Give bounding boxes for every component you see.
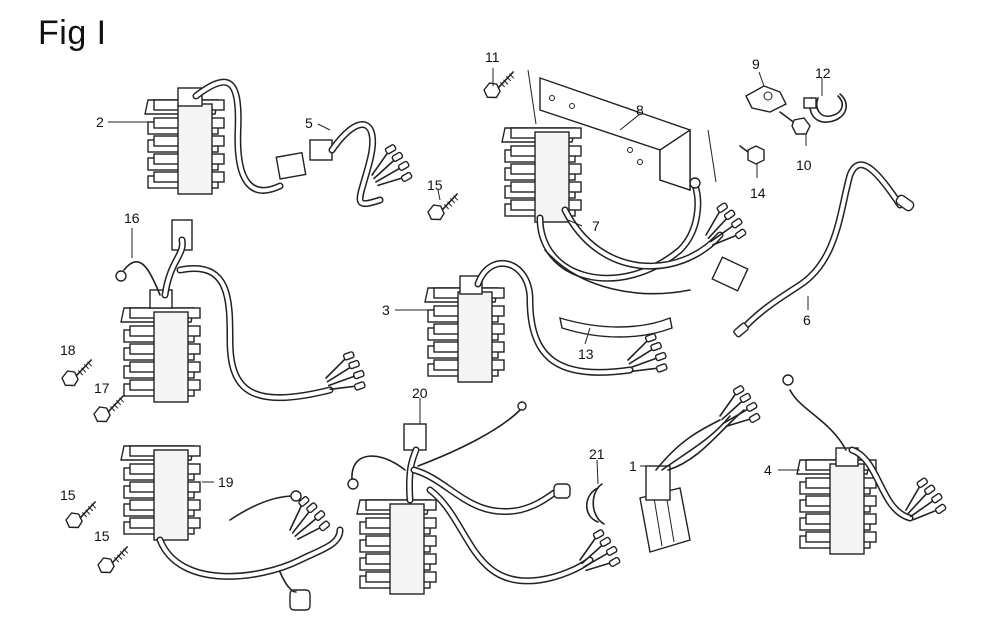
callout-9: 9 [752,56,760,72]
clip-part-21 [585,483,605,525]
callout-8: 8 [636,102,644,118]
screw-part-10 [779,111,811,135]
regulator-part-3 [424,260,672,383]
bolt-part-18 [59,359,99,390]
bolt-part-15-top [425,193,465,224]
callout-19: 19 [218,474,234,490]
callout-10: 10 [796,157,812,173]
callout-17: 17 [94,380,110,396]
regulator-part-2 [144,78,416,208]
clip-part-9 [745,85,787,113]
callout-13: 13 [578,346,594,362]
regulator-part-4 [782,374,950,555]
callout-15-top: 15 [427,177,443,193]
callout-1: 1 [629,458,637,474]
callout-5: 5 [305,115,313,131]
bolt-part-15-low [95,546,135,577]
callout-6: 6 [803,312,811,328]
clamp-part-12 [803,93,848,123]
callout-4: 4 [764,462,772,478]
nut-part-14 [739,145,765,165]
callout-21: 21 [589,446,605,462]
rectifier-part-1 [639,382,764,553]
callout-20: 20 [412,385,428,401]
bolt-part-11 [481,71,521,102]
leader-lines [108,68,823,485]
regulator-part-16 [115,219,370,403]
callout-16: 16 [124,210,140,226]
callout-15-mid: 15 [60,487,76,503]
regulator-part-7 [501,127,750,295]
callout-7: 7 [592,218,600,234]
callout-12: 12 [815,65,831,81]
figure-title: Fig I [38,14,107,52]
regulator-part-20 [347,401,624,595]
regulator-part-19 [120,445,344,611]
callout-14: 14 [750,185,766,201]
callout-2: 2 [96,114,104,130]
callout-11: 11 [485,49,500,65]
bracket-part-8 [527,69,717,191]
strip-part-13 [559,316,673,338]
callout-15-low: 15 [94,528,110,544]
callout-18: 18 [60,342,76,358]
bolt-part-15-mid [63,501,103,532]
bolt-part-17 [91,395,131,426]
callout-3: 3 [382,302,390,318]
wire-part-6 [733,161,915,338]
